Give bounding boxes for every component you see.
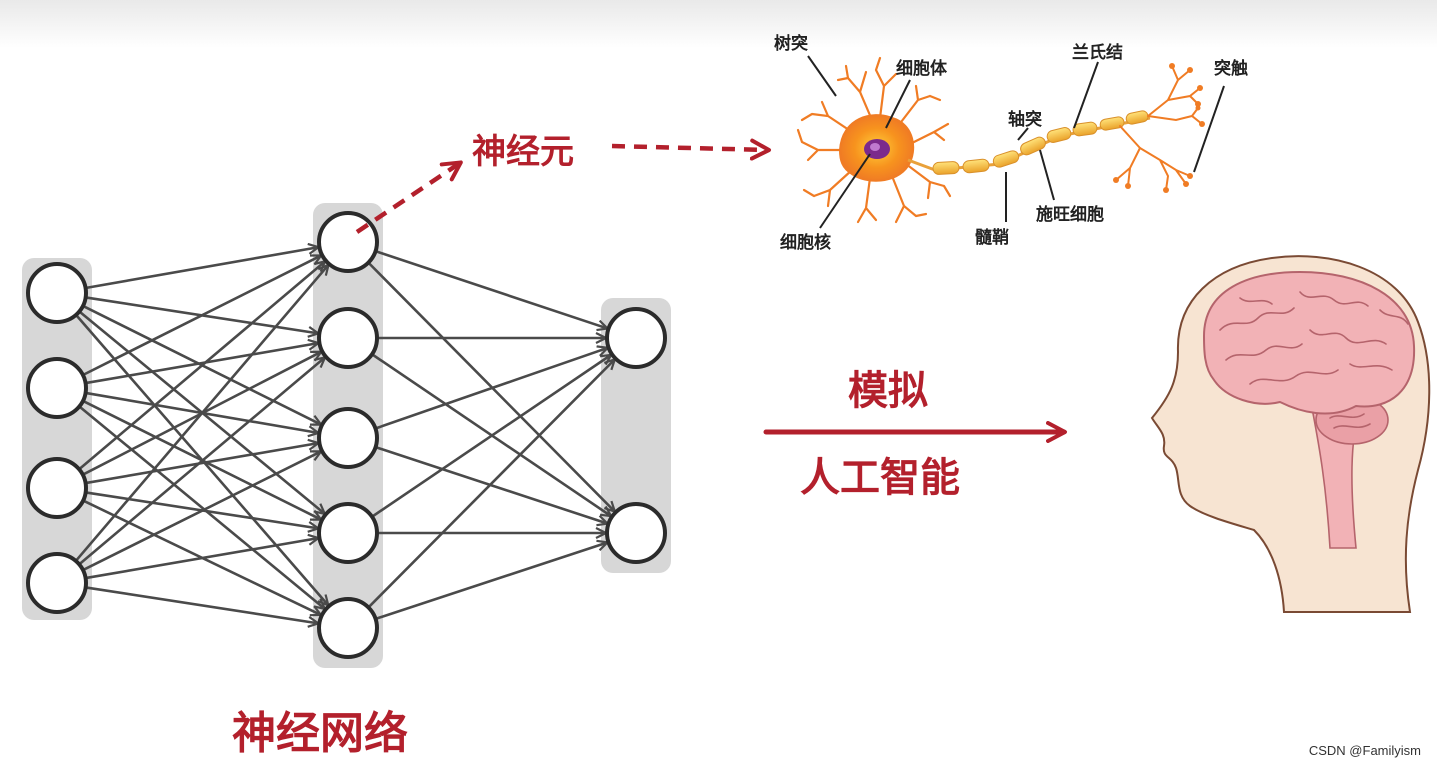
- output-layer-band: [601, 298, 671, 573]
- head-with-brain-illustration: [1150, 255, 1431, 613]
- input-layer-band: [22, 258, 92, 620]
- relation-bottom-label: 人工智能: [800, 455, 960, 501]
- network-node: [317, 407, 379, 469]
- label-myelin-sheath: 髓鞘: [975, 227, 1009, 248]
- nucleolus: [870, 143, 880, 151]
- neuron-illustration: 树突 细胞体 细胞核 轴突 兰氏结 髓鞘 施旺细胞 突触: [774, 33, 1248, 253]
- network-nodes: [26, 211, 667, 659]
- relation-top-label: 模拟: [848, 368, 928, 414]
- network-connection: [74, 266, 328, 562]
- network-node: [26, 552, 88, 614]
- network-connection: [367, 360, 614, 609]
- label-cell-body: 细胞体: [896, 58, 948, 79]
- label-schwann-cell: 施旺细胞: [1036, 204, 1104, 225]
- network-node: [26, 457, 88, 519]
- network-connection: [82, 256, 320, 377]
- network-node: [317, 597, 379, 659]
- network-node: [605, 502, 667, 564]
- network-node: [26, 357, 88, 419]
- network-connection: [367, 261, 614, 511]
- label-dendrite: 树突: [774, 33, 808, 54]
- network-node: [605, 307, 667, 369]
- callout-arrow-right: [611, 138, 771, 161]
- part-leader-lines: [807, 55, 1225, 229]
- cerebrum: [1202, 270, 1416, 415]
- network-node: [317, 211, 379, 273]
- terminal-buttons: [1113, 63, 1205, 193]
- label-node-of-ranvier: 兰氏结: [1072, 42, 1123, 63]
- network-connection: [82, 452, 320, 572]
- label-axon: 轴突: [1008, 109, 1042, 130]
- watermark: CSDN @Familyism: [1308, 743, 1421, 758]
- network-connection: [78, 262, 324, 471]
- axon-terminals: [1115, 65, 1203, 191]
- network-connection: [371, 355, 610, 518]
- network-connection: [78, 358, 324, 566]
- network-connection: [78, 405, 324, 608]
- network-node: [317, 307, 379, 369]
- network-caption: 神经网络: [232, 708, 408, 759]
- network-connection: [374, 348, 606, 430]
- network-connection: [85, 443, 318, 485]
- network-connection: [375, 543, 607, 621]
- network-connection: [375, 249, 607, 328]
- network-connection: [85, 343, 318, 385]
- label-synapse: 突触: [1214, 58, 1248, 79]
- top-shadow-band: [0, 0, 1437, 48]
- network-connection: [85, 586, 318, 623]
- dendrites: [796, 56, 952, 224]
- network-connection: [85, 538, 318, 580]
- network-node: [317, 502, 379, 564]
- network-node: [26, 262, 88, 324]
- network-connections: [74, 247, 614, 623]
- myelin-sheath-segments: [932, 110, 1149, 175]
- label-nucleus: 细胞核: [780, 232, 831, 253]
- neuron-callout-label: 神经元: [472, 132, 574, 172]
- brain-folds: [1219, 291, 1409, 429]
- network-connection: [85, 247, 318, 290]
